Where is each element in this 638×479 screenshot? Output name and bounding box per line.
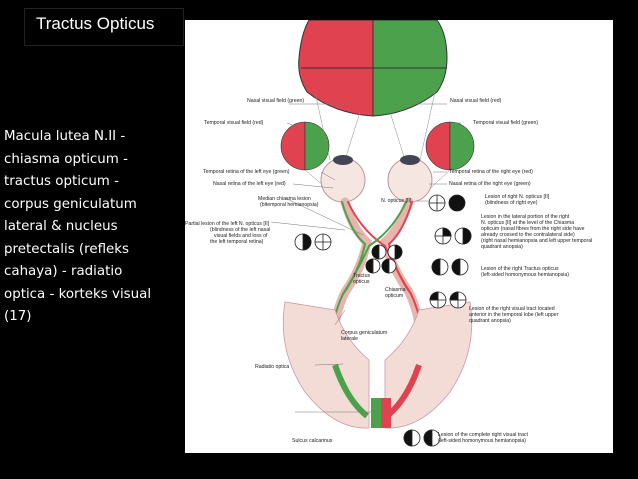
- left-eye-field: [280, 121, 330, 171]
- label-nasal-retina-right: Nasal retina of the right eye (green): [449, 181, 531, 187]
- label-lesion-temporal-1: Lesion of the right visual tract located: [469, 306, 555, 312]
- label-tractus-2: opticus: [353, 279, 370, 285]
- label-n-opticus: N. opticus [II]: [381, 198, 412, 204]
- lesion-icon-right-tractus: [431, 258, 469, 276]
- label-lesion-lateral-5: (right nasal hemianopsia and left upper …: [481, 238, 592, 244]
- label-radiatio: Radiatio optica: [255, 364, 289, 370]
- label-partial-lesion-1: Partial lesion of the left N. opticus [I…: [185, 221, 270, 227]
- label-partial-lesion-3: visual fields and loss of: [214, 233, 268, 239]
- label-lesion-temporal-3: quadrant anopsia): [469, 318, 511, 324]
- label-lesion-temporal-2: anterior in the temporal lobe (left uppe…: [469, 312, 559, 318]
- slide-body-text: Macula lutea N.II - chiasma opticum - tr…: [4, 129, 152, 324]
- label-median-chiasma-2: (bitemporal hemianopsia): [260, 202, 319, 208]
- label-chiasma-2: opticum: [385, 293, 403, 299]
- label-lesion-right-n-1: Lesion of right N. opticus [II]: [485, 194, 550, 200]
- label-lesion-lateral-3: opticum (nasal fibres from the right sid…: [481, 226, 585, 232]
- label-partial-lesion-2: (blindness of the left nasal: [210, 227, 270, 233]
- lesion-icon-lateral-chiasma: [434, 227, 472, 245]
- slide-title: Tractus Opticus: [36, 14, 155, 33]
- visual-field-circle: [298, 19, 448, 117]
- label-lesion-complete-1: Lesion of the complete right visual trac…: [438, 432, 529, 438]
- lesion-icon-median-chiasma: [371, 244, 403, 260]
- left-eyeball: [320, 155, 366, 203]
- label-temporal-retina-left: Temporal retina of the left eye (green): [203, 169, 290, 175]
- label-lesion-complete-2: (left-sided homonymous hemianopsia): [438, 438, 526, 444]
- lesion-icons: [294, 194, 472, 447]
- label-cgl-2: laterale: [341, 336, 358, 342]
- lesion-icon-cgl: [365, 258, 397, 274]
- occipital-brain: [282, 301, 473, 429]
- label-partial-lesion-4: the left temporal retina): [210, 239, 264, 245]
- label-median-chiasma-1: Median chiasma lesion: [258, 196, 311, 202]
- label-sulcus: Sulcus calcarinus: [292, 438, 333, 444]
- right-eyeball: [387, 155, 433, 203]
- right-eye-field: [425, 121, 475, 171]
- label-nasal-field-green: Nasal visual field (green): [247, 98, 304, 104]
- figure-labels: Nasal visual field (green) Nasal visual …: [185, 98, 592, 444]
- label-chiasma-1: Chiasma: [385, 287, 406, 293]
- label-temporal-field-red: Temporal visual field (red): [204, 120, 264, 126]
- label-lesion-tractus-2: (left-sided homonymous hemianopsia): [481, 272, 569, 278]
- label-temporal-retina-right: Temporal retina of the right eye (red): [449, 169, 533, 175]
- lesion-icon-partial-left: [294, 233, 332, 251]
- label-lesion-lateral-4: already crossed to the contralateral sid…: [481, 232, 575, 238]
- label-cgl-1: Corpus geniculatum: [341, 330, 387, 336]
- label-lesion-tractus-1: Lesion of the right Tractus opticus: [481, 266, 559, 272]
- visual-pathway-svg: Nasal visual field (green) Nasal visual …: [185, 19, 592, 447]
- lesion-icon-complete-tract: [403, 429, 441, 447]
- lesion-icon-right-n-opticus: [428, 194, 466, 212]
- label-temporal-field-green: Temporal visual field (green): [473, 120, 538, 126]
- visual-pathway-figure: Nasal visual field (green) Nasal visual …: [185, 19, 613, 453]
- label-nasal-retina-left: Nasal retina of the left eye (red): [213, 181, 286, 187]
- title-box: [24, 8, 184, 46]
- label-nasal-field-red: Nasal visual field (red): [450, 98, 502, 104]
- label-lesion-lateral-2: N. opticus [II] at the level of the Chia…: [481, 220, 574, 226]
- lesion-icon-temporal-lobe: [429, 291, 467, 309]
- label-tractus-1: Tractus: [353, 273, 371, 279]
- label-lesion-lateral-1: Lesion in the lateral portion of the rig…: [481, 214, 570, 220]
- label-lesion-right-n-2: (blindness of right eye): [485, 200, 538, 206]
- leader-lines: [270, 103, 461, 413]
- label-lesion-lateral-6: quadrant anopsia): [481, 244, 523, 250]
